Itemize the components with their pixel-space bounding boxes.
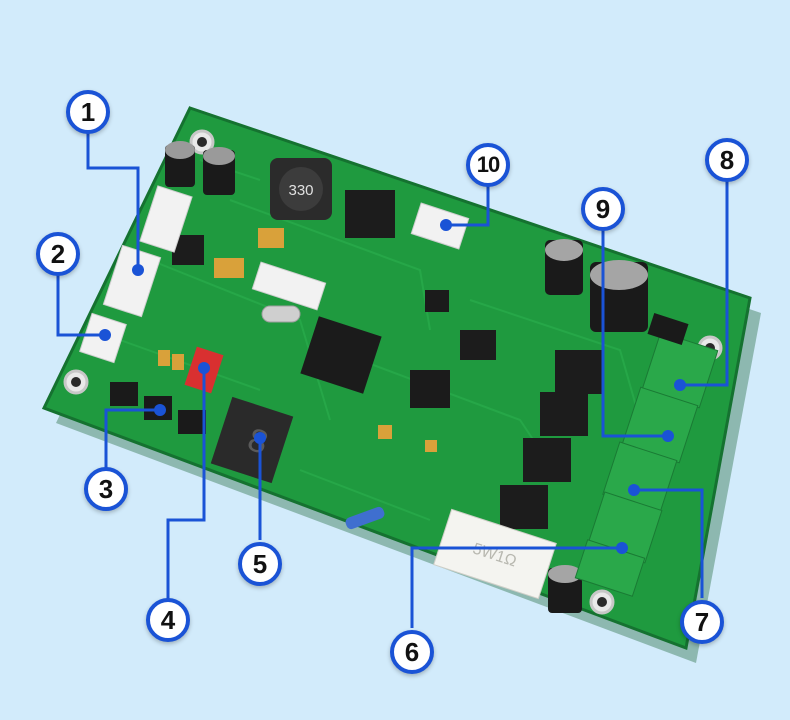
tactile-buttons: [110, 382, 206, 434]
callout-10: 10: [466, 143, 510, 187]
crystal-oscillator: [261, 305, 301, 323]
callout-6: 6: [390, 630, 434, 674]
inductor-marking: 330: [288, 182, 313, 199]
cement-resistor: 5W1Ω: [433, 508, 557, 600]
mounting-holes: [63, 129, 723, 615]
power-inductor: 330: [270, 158, 332, 220]
microcontroller-chip: [300, 290, 450, 408]
callout-3: 3: [84, 467, 128, 511]
seven-segment-display: 8: [210, 396, 294, 484]
power-transistors: [172, 190, 603, 529]
callout-lines: [56, 133, 729, 628]
callout-9: 9: [581, 187, 625, 231]
callout-dots: [99, 219, 686, 554]
callout-1: 1: [66, 90, 110, 134]
callout-5: 5: [238, 542, 282, 586]
pcb-board: [41, 106, 752, 651]
callout-4: 4: [146, 598, 190, 642]
callout-2: 2: [36, 232, 80, 276]
axial-resistor: [345, 506, 385, 530]
callout-8: 8: [705, 138, 749, 182]
terminal-blocks: [574, 331, 719, 597]
callout-7: 7: [680, 600, 724, 644]
diode: [647, 312, 689, 346]
tantalum-capacitors: [158, 228, 437, 452]
